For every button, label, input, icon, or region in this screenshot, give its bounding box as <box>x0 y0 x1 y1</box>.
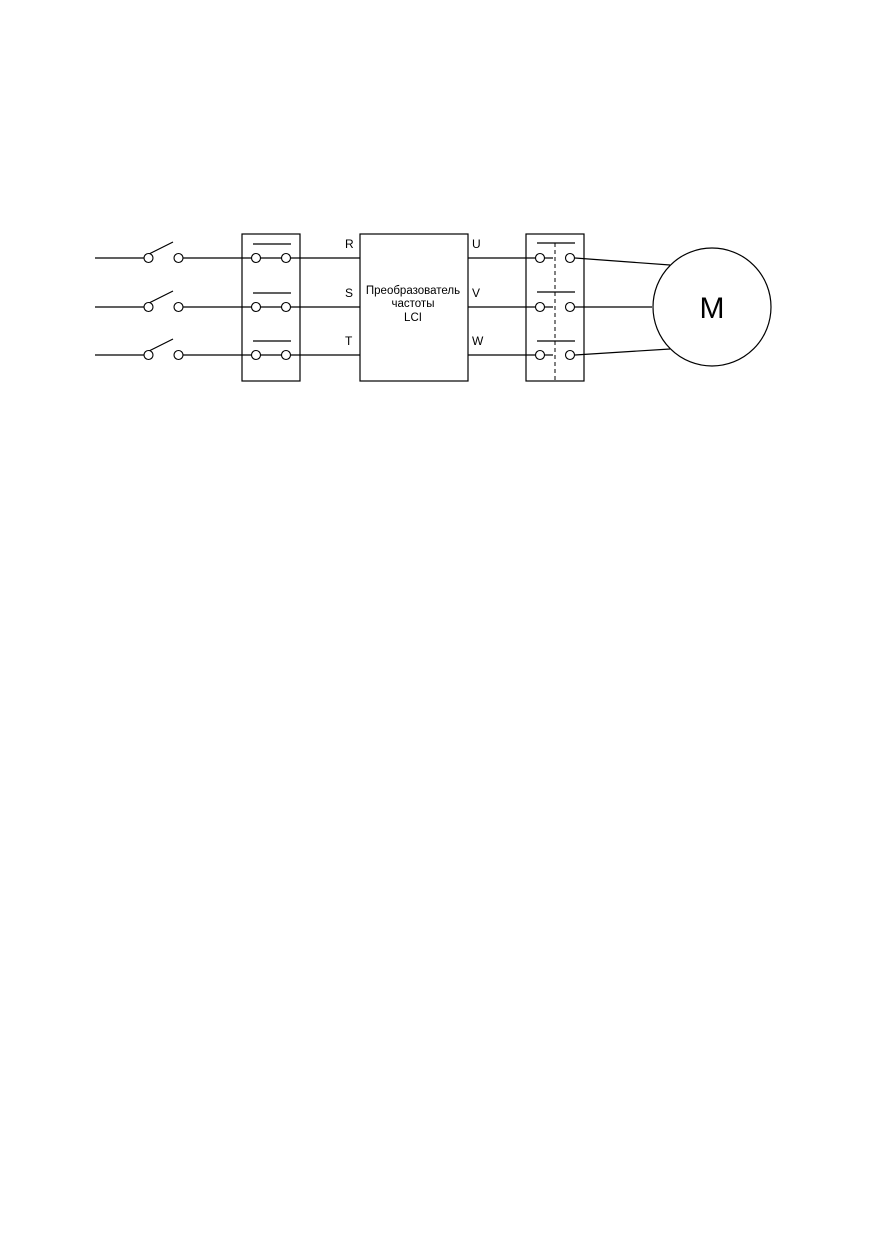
breaker-terminal <box>280 252 292 264</box>
breaker-terminal <box>250 349 262 361</box>
breaker-terminal <box>250 301 262 313</box>
switch-terminal <box>173 349 184 361</box>
contactor-terminal <box>564 349 576 361</box>
switch-terminal <box>173 301 184 313</box>
phase-label-T: T <box>345 334 353 348</box>
contactor-terminal <box>564 301 576 313</box>
wire-contactor-to-motor-1 <box>574 257 671 266</box>
wire-contactor-to-motor-3 <box>574 348 671 356</box>
motor-circle <box>652 247 772 367</box>
converter-label-line-3: LCI <box>404 312 422 324</box>
motor: M <box>652 247 772 367</box>
phase-label-U: U <box>472 237 481 251</box>
switch-terminal <box>143 252 154 264</box>
switch-blade-3 <box>148 338 174 352</box>
phase-label-W: W <box>472 334 484 348</box>
input-breaker-block <box>241 233 301 382</box>
phase-label-R: R <box>345 237 354 251</box>
phase-label-S: S <box>345 286 353 300</box>
input-switch-terminals <box>143 252 184 361</box>
contactor-terminal <box>534 301 546 313</box>
phase-label-V: V <box>472 286 480 300</box>
contactor-terminal <box>564 252 576 264</box>
breaker-terminal <box>280 349 292 361</box>
motor-label: M <box>700 292 725 325</box>
converter-label-line-1: Преобразователь <box>366 285 460 297</box>
breaker-terminal <box>250 252 262 264</box>
frequency-converter: Преобразователь частоты LCI <box>359 233 469 382</box>
breaker-enclosure <box>241 233 301 382</box>
converter-label-line-2: частоты <box>392 298 435 310</box>
phase-line-3 <box>95 338 671 356</box>
switch-terminal <box>173 252 184 264</box>
breaker-terminal <box>280 301 292 313</box>
phase-line-2 <box>95 290 652 308</box>
phase-line-1 <box>95 241 671 266</box>
switch-blade-1 <box>148 241 174 255</box>
contactor-terminal <box>534 252 546 264</box>
switch-blade-2 <box>148 290 174 304</box>
switch-terminal <box>143 349 154 361</box>
phase-labels: R S T U V W <box>345 237 484 348</box>
contactor-enclosure <box>525 233 585 382</box>
switch-terminal <box>143 301 154 313</box>
converter-box <box>359 233 469 382</box>
output-contactor-block <box>525 233 585 382</box>
contactor-terminal <box>534 349 546 361</box>
